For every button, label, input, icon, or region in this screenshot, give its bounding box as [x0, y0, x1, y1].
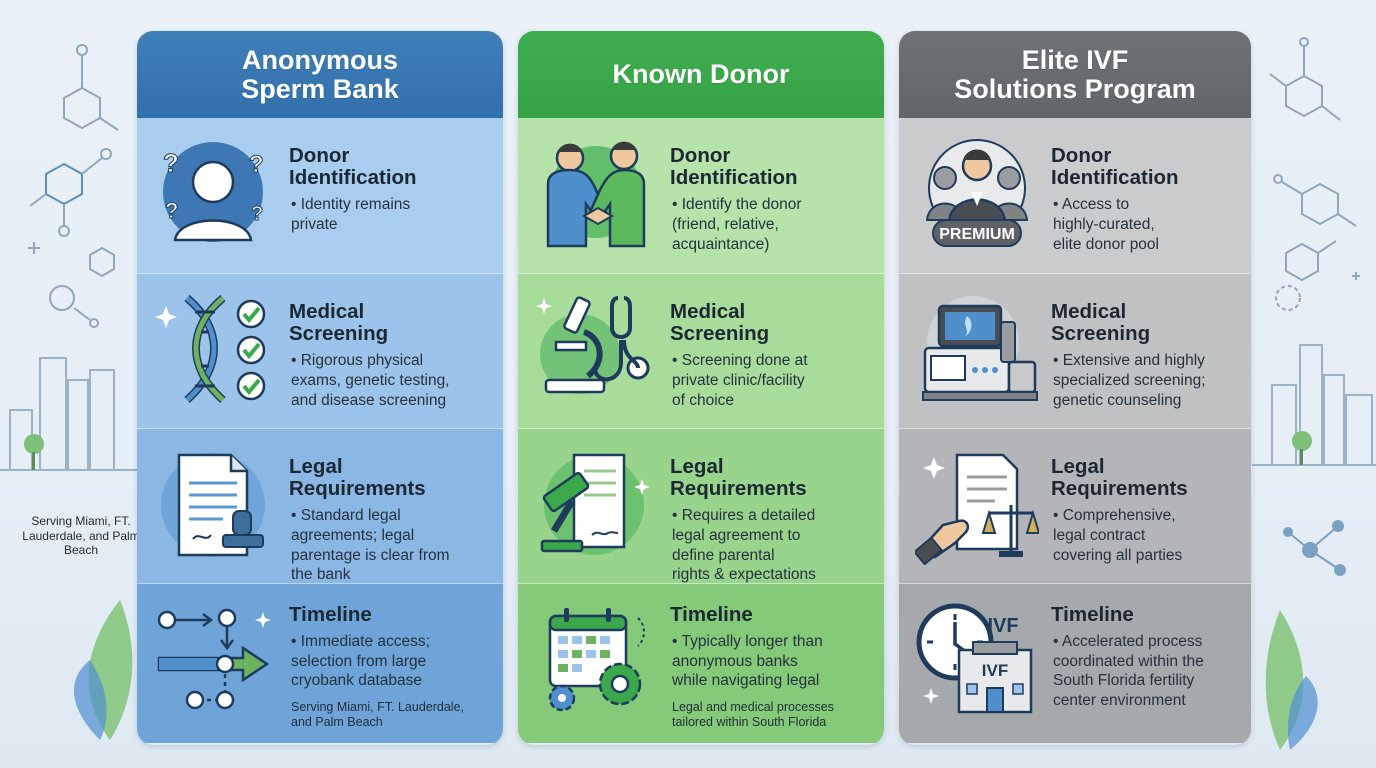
row-title: Timeline: [289, 603, 372, 626]
row-donor-identification: Donor Identification Identify the donor …: [518, 118, 884, 273]
handshake-icon: [546, 141, 646, 248]
row-title: Legal Requirements: [670, 455, 807, 501]
row-timeline: Timeline Typically longer than anonymous…: [518, 583, 884, 743]
row-timeline: Timeline Immediate access; selection fro…: [137, 583, 503, 743]
svg-text:?: ?: [165, 198, 178, 223]
ivf-label: IVF: [987, 615, 1018, 637]
row-medical-screening: Medical Screening Screening done at priv…: [518, 273, 884, 428]
column-known-donor: Known Donor Donor Identification Identif…: [518, 31, 884, 745]
svg-text:?: ?: [249, 151, 264, 178]
row-legal-requirements: Legal Requirements Standard legal agreem…: [137, 428, 503, 583]
document-stamp-icon: [161, 453, 265, 557]
row-donor-identification: ? ? ? ? Donor Identification Identity re…: [137, 118, 503, 273]
svg-text:?: ?: [251, 203, 263, 225]
row-description: Screening done at private clinic/facilit…: [670, 351, 882, 410]
contract-scales-icon: [915, 453, 1039, 565]
row-description: Requires a detailed legal agreement to d…: [670, 506, 882, 585]
row-medical-screening: Medical Screening Extensive and highly s…: [899, 273, 1251, 428]
row-note: Serving Miami, FT. Lauderdale, and Palm …: [291, 700, 464, 730]
row-title: Donor Identification: [1051, 144, 1179, 190]
city-skyline-right-icon: [1252, 344, 1376, 466]
leaf-decoration-right-icon: [1265, 610, 1318, 750]
city-skyline-left-icon: [0, 357, 140, 471]
anonymous-person-icon: ? ? ? ?: [163, 142, 264, 242]
premium-donor-pool-icon: PREMIUM: [925, 139, 1029, 247]
column-title: Elite IVF Solutions Program: [899, 31, 1251, 118]
row-description: Access to highly-curated, elite donor po…: [1051, 195, 1251, 254]
row-title: Donor Identification: [670, 144, 798, 190]
dna-checklist-icon: [155, 294, 266, 403]
column-elite-ivf-solutions: Elite IVF Solutions Program PREMIUM Dono…: [899, 31, 1251, 745]
row-title: Legal Requirements: [289, 455, 426, 501]
molecule-decoration-left-icon: [28, 44, 119, 328]
row-description: Identify the donor (friend, relative, ac…: [670, 195, 882, 254]
leaf-decoration-left-icon: [73, 600, 133, 740]
row-description: Standard legal agreements; legal parenta…: [289, 506, 501, 585]
row-description: Rigorous physical exams, genetic testing…: [289, 351, 501, 410]
row-legal-requirements: Legal Requirements Requires a detailed l…: [518, 428, 884, 583]
calendar-gear-icon: [548, 608, 645, 712]
row-title: Timeline: [670, 603, 753, 626]
lab-equipment-icon: [922, 296, 1038, 401]
service-area-note: Serving Miami, FT. Lauderdale, and Palm …: [22, 514, 140, 558]
row-medical-screening: Medical Screening Rigorous physical exam…: [137, 273, 503, 428]
premium-badge-label: PREMIUM: [939, 226, 1015, 243]
microscope-stethoscope-icon: [536, 296, 650, 394]
row-title: Medical Screening: [670, 300, 770, 346]
row-description: Extensive and highly specialized screeni…: [1051, 351, 1251, 410]
row-description: Comprehensive, legal contract covering a…: [1051, 506, 1251, 565]
ivf-clinic-label: IVF: [982, 661, 1008, 680]
clock-clinic-icon: IVF IVF: [916, 603, 1033, 714]
column-anonymous-sperm-bank: Anonymous Sperm Bank ? ? ? ? Donor Ident…: [137, 31, 503, 745]
svg-text:?: ?: [163, 148, 179, 178]
row-title: Medical Screening: [1051, 300, 1151, 346]
row-title: Donor Identification: [289, 144, 417, 190]
row-legal-requirements: Legal Requirements Comprehensive, legal …: [899, 428, 1251, 583]
row-description: Accelerated process coordinated within t…: [1051, 632, 1251, 711]
row-title: Timeline: [1051, 603, 1134, 626]
molecule-small-right-icon: [1283, 520, 1346, 576]
row-title: Medical Screening: [289, 300, 389, 346]
row-description: Typically longer than anonymous banks wh…: [670, 632, 882, 691]
molecule-decoration-right-icon: [1269, 37, 1360, 311]
row-donor-identification: PREMIUM Donor Identification Access to h…: [899, 118, 1251, 273]
row-note: Legal and medical processes tailored wit…: [672, 700, 834, 730]
column-title: Known Donor: [518, 31, 884, 118]
gavel-document-icon: [540, 453, 650, 555]
timeline-arrow-icon: [157, 608, 271, 710]
row-description: Identity remains private: [289, 195, 501, 234]
row-title: Legal Requirements: [1051, 455, 1188, 501]
row-description: Immediate access; selection from large c…: [289, 632, 501, 691]
row-timeline: IVF IVF Timeline Accelerated process coo…: [899, 583, 1251, 743]
column-title: Anonymous Sperm Bank: [137, 31, 503, 118]
